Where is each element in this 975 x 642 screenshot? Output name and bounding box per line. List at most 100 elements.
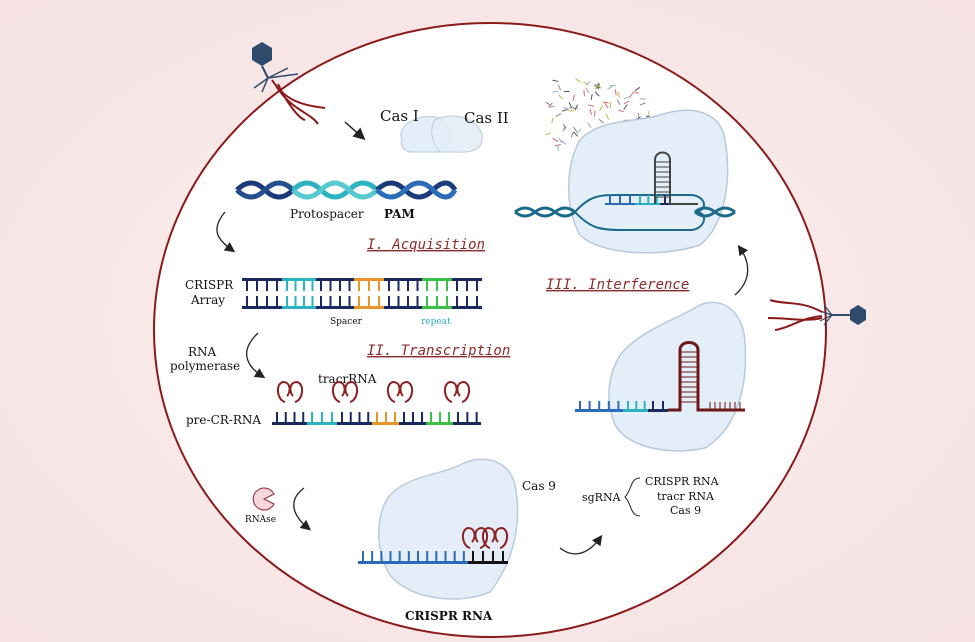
- base: [303, 296, 305, 306]
- strand-segment: [372, 422, 399, 425]
- base: [407, 296, 409, 306]
- base: [456, 281, 458, 291]
- bacteriophage-icon: [252, 42, 326, 125]
- cas-i-ii-proteins: [400, 115, 483, 153]
- base: [412, 412, 414, 422]
- pre-cr-rna-strand: [272, 380, 481, 425]
- arrow: [734, 244, 749, 296]
- fragment: [623, 100, 630, 105]
- strand-segment: [337, 422, 372, 425]
- base: [286, 281, 288, 291]
- base: [448, 412, 450, 422]
- pam-label: PAM: [384, 207, 415, 221]
- strand-segment: [358, 561, 468, 564]
- base: [482, 551, 484, 561]
- base: [256, 296, 258, 306]
- base: [476, 281, 478, 291]
- base: [266, 281, 268, 291]
- fragment: [623, 96, 630, 100]
- bacteriophage-icon: [767, 299, 866, 331]
- base: [349, 412, 352, 422]
- fragment: [562, 125, 567, 132]
- strand-segment: [452, 306, 482, 309]
- base: [627, 401, 629, 409]
- strand-segment: [660, 203, 670, 205]
- brace: [624, 477, 641, 517]
- dna-helix: [514, 206, 576, 218]
- base: [266, 296, 268, 306]
- base: [421, 412, 423, 422]
- fragment: [574, 104, 579, 111]
- base: [256, 281, 258, 291]
- fragment: [616, 99, 621, 106]
- fragment: [570, 131, 574, 138]
- sgrna-part: tracr RNA: [657, 490, 715, 503]
- base: [436, 281, 438, 291]
- arrow: [246, 332, 266, 379]
- base: [394, 412, 396, 422]
- fragment: [639, 102, 646, 106]
- sgrna-part: CRISPR RNA: [645, 475, 720, 488]
- base: [303, 281, 305, 291]
- base: [639, 195, 641, 203]
- base: [311, 296, 314, 306]
- base: [368, 281, 370, 291]
- fragment: [648, 111, 650, 118]
- dna-helix: [235, 180, 458, 200]
- strand-segment: [272, 422, 307, 425]
- fragment: [593, 83, 601, 86]
- hairpin-loop: [444, 380, 470, 403]
- sgrna-strand: [575, 341, 745, 412]
- target-dna: [514, 151, 736, 231]
- arrow: [559, 534, 603, 555]
- fragment: [602, 101, 609, 104]
- base: [367, 412, 370, 422]
- base: [472, 551, 474, 561]
- sgrna-part: Cas 9: [670, 504, 701, 517]
- base: [607, 401, 610, 409]
- fragment: [551, 117, 554, 124]
- base: [462, 551, 465, 561]
- base: [339, 281, 341, 291]
- fragment: [639, 98, 646, 100]
- strand-segment: [575, 409, 623, 412]
- sgrna-label: sgRNA: [582, 491, 622, 504]
- base: [617, 401, 620, 409]
- base: [609, 195, 611, 203]
- crispr-rna-strand: [358, 551, 508, 564]
- base: [293, 412, 296, 422]
- strand-segment: [399, 422, 426, 425]
- base: [446, 296, 448, 306]
- base: [397, 296, 400, 306]
- base: [339, 296, 341, 306]
- arrow: [216, 211, 236, 253]
- fragment: [617, 91, 621, 98]
- repeat-label: repeat: [421, 317, 451, 327]
- fragment: [585, 87, 590, 94]
- base: [329, 296, 332, 306]
- base: [475, 412, 478, 422]
- spacer-label: Spacer: [330, 317, 363, 327]
- fragment: [576, 128, 582, 134]
- fragment: [583, 90, 585, 97]
- base: [302, 412, 305, 422]
- strand-segment: [453, 422, 481, 425]
- base: [426, 551, 429, 561]
- fragment: [589, 108, 593, 115]
- base: [662, 401, 664, 409]
- fragment: [604, 102, 609, 109]
- strand-segment: [648, 409, 668, 412]
- base: [446, 281, 448, 291]
- base: [579, 401, 581, 409]
- strand-segment: [354, 278, 384, 281]
- base: [647, 195, 650, 203]
- rnase-label: RNAse: [245, 515, 276, 525]
- hairpin-loop: [482, 526, 508, 549]
- cas9-complex: [608, 301, 747, 452]
- dna-helix: [694, 206, 736, 218]
- strand-segment: [316, 278, 354, 281]
- base: [598, 401, 601, 409]
- base: [397, 281, 400, 291]
- stage-interference: III. Interference: [546, 277, 689, 293]
